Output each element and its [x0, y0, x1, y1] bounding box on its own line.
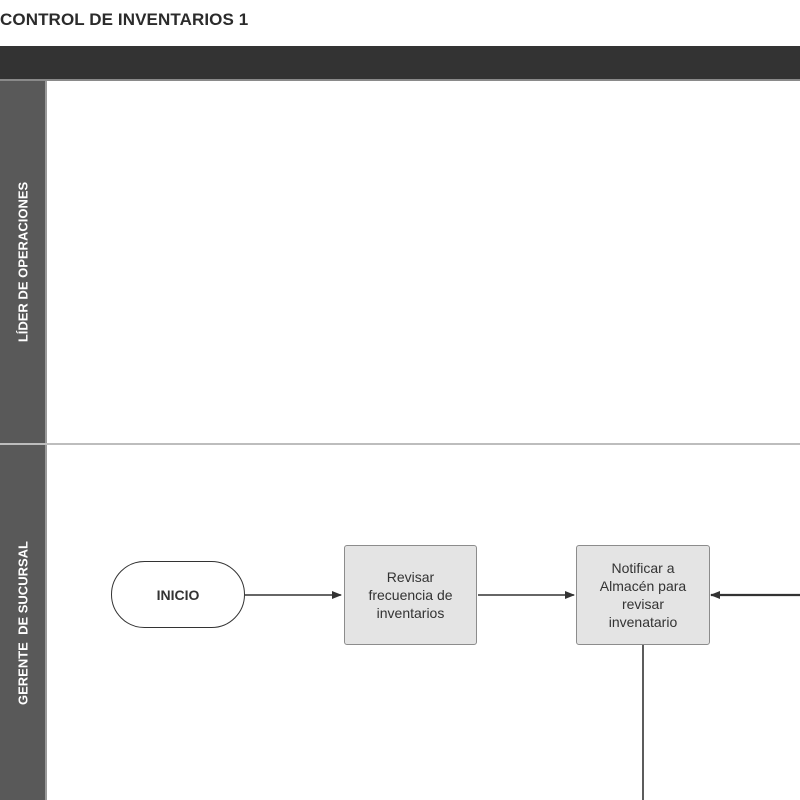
header-bar — [0, 46, 800, 79]
lane-label-gerente-sucursal: GERENTE DE SUCURSAL — [0, 445, 45, 800]
diagram-title: CONTROL DE INVENTARIOS 1 — [0, 10, 249, 29]
start-terminator: INICIO — [111, 561, 245, 628]
process-revisar-frecuencia: Revisar frecuencia de inventarios — [344, 545, 477, 645]
process-notificar-almacen: Notificar a Almacén para revisar invenat… — [576, 545, 710, 645]
lane-header-divider — [45, 81, 47, 800]
lane-label-lider-operaciones: LÍDER DE OPERACIONES — [0, 81, 45, 443]
lane-separator — [0, 443, 800, 445]
header-bar-edge — [0, 79, 800, 81]
